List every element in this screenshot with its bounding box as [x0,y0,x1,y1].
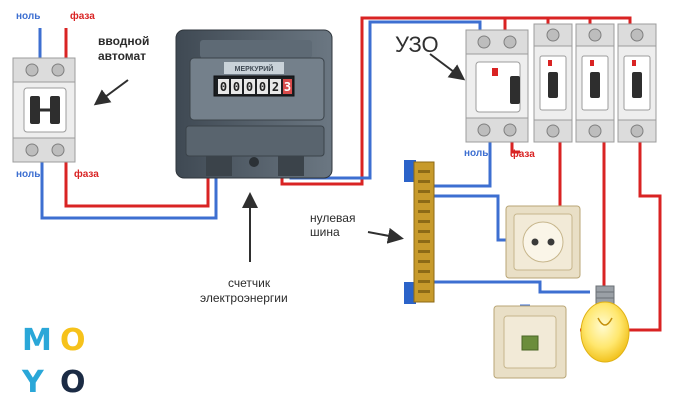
neutral-wire-breaker-meter [40,160,218,220]
phase-wire-meter-top [280,16,507,186]
light-switch-icon [493,305,567,379]
svg-text:0: 0 [259,80,266,94]
zero-bus [404,160,435,304]
logo-letter-o1: O [60,323,86,358]
lightbulb-icon [580,285,630,363]
rcd-neutral-label: ноль [464,148,488,159]
group-breaker-3 [617,23,657,143]
neutral-label-left-bottom: ноль [16,169,40,180]
electricity-meter: МЕРКУРИЙ 0 0 0 0 2 3 [175,29,333,179]
rcd-toggle [510,76,520,104]
meter-label-line1: счетчик [228,276,271,290]
input-breaker [12,57,76,163]
logo-letter-y: Y [21,365,45,400]
zero-bus-label-line2: шина [310,225,340,239]
neutral-wire-bus-socket [432,194,512,242]
phase-label-left-bottom: фаза [74,168,99,180]
phase-wire-rcd-out [510,142,520,154]
meter-label-line2: электроэнергии [200,291,288,305]
arrow-icon [429,53,466,81]
svg-text:3: 3 [284,80,291,94]
intro-breaker-label-line1: вводной [98,34,149,48]
svg-text:2: 2 [272,80,279,94]
group-breaker-2 [575,23,615,143]
neutral-label-left-top: ноль [16,11,40,22]
rcd-label: УЗО [395,32,439,57]
logo-letter-o2: O [60,365,86,400]
phase-wire-breaker-meter [64,160,210,208]
group-breaker-1 [533,23,573,143]
logo-letter-m: M [22,323,52,358]
neutral-wire-bus-lamp [432,280,590,294]
svg-text:0: 0 [220,80,227,94]
meter-brand: МЕРКУРИЙ [235,64,274,73]
svg-text:0: 0 [246,80,253,94]
neutral-wire-rcd-bus [432,142,492,188]
rcd-phase-label: фаза [510,148,535,160]
arrow-icons [93,53,466,262]
intro-breaker-label-line2: автомат [98,49,146,63]
phase-busbar-top [505,16,632,24]
meter-digits: 0 0 0 0 2 3 [218,79,292,94]
power-socket-icon [505,205,581,279]
arrow-icon [367,227,404,244]
arrow-icon [93,79,129,106]
rcd-device [465,29,529,143]
group-breakers [533,23,657,143]
phase-wire-switch [580,142,662,332]
svg-text:0: 0 [233,80,240,94]
phase-label-left-top: фаза [70,10,95,22]
zero-bus-label-line1: нулевая [310,211,355,225]
moyo-logo: M O Y O [21,323,86,400]
